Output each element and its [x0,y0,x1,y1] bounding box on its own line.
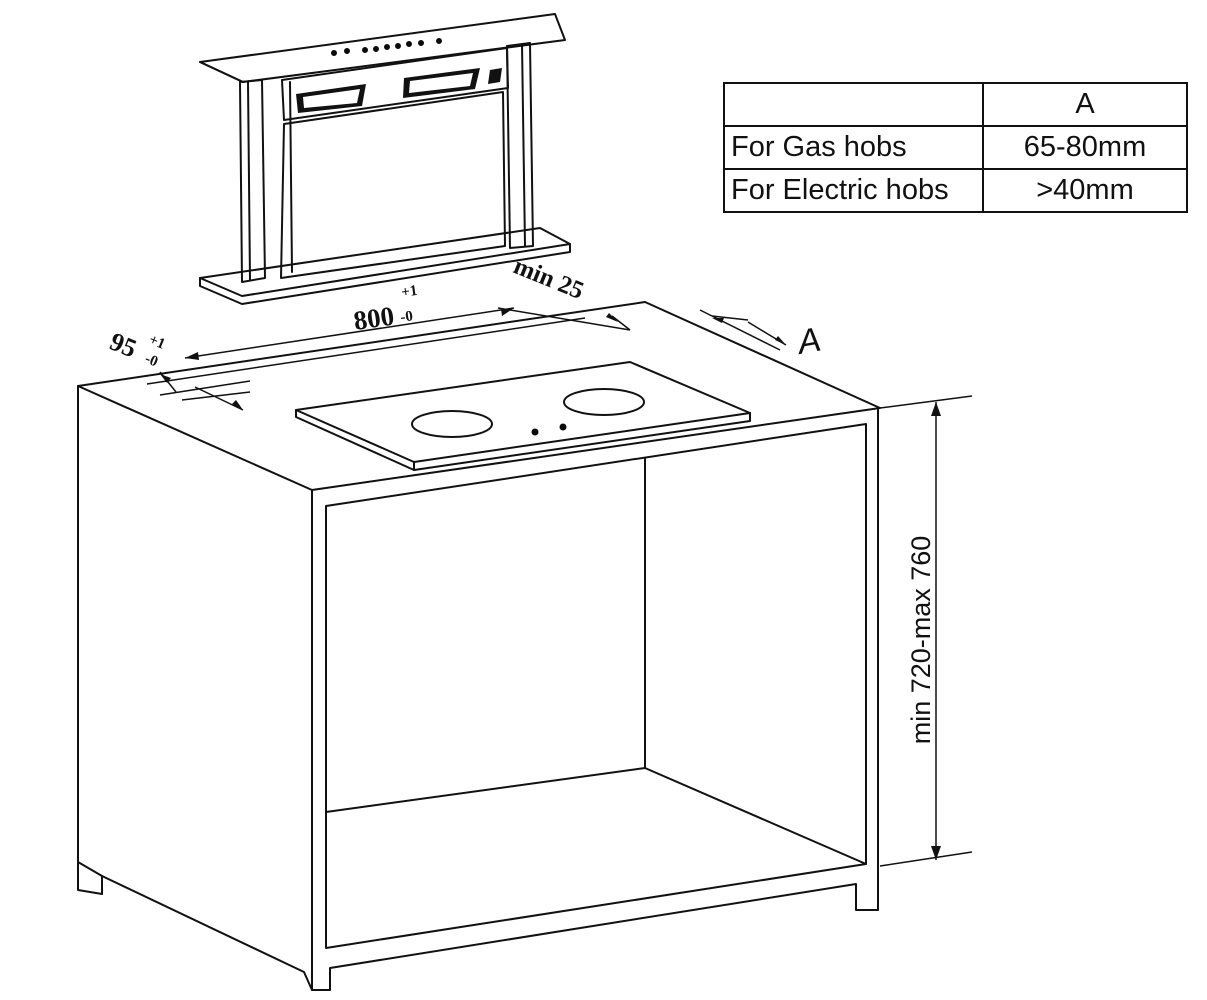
hob-cooking-zone-left [411,410,493,438]
depth-tolerance-minus: -0 [143,351,161,371]
hob-cooking-zone-right [563,388,645,416]
width-tolerance-minus: -0 [399,308,414,326]
table-header-cell-empty [723,82,984,127]
hood-control-buttons [331,38,442,56]
depth-dimension: 95 +1 -0 [106,327,251,411]
distance-a-label: A [793,321,824,363]
depth-value: 95 [106,327,141,364]
table-header-row: A [723,82,1188,127]
depth-tolerance-plus: +1 [147,332,168,353]
table-row: For Electric hobs >40mm [723,168,1188,213]
height-dimension: min 720-max 760 [879,395,973,867]
width-dimension: 800 +1 -0 [146,283,586,396]
table-cell-distance: 65-80mm [982,125,1188,170]
hood-air-vent [296,68,502,113]
height-value: min 720-max 760 [906,536,936,745]
kitchen-cabinet [77,301,881,991]
table-row: For Gas hobs 65-80mm [723,125,1188,170]
clearance-dimension: min 25 [497,253,631,331]
clearance-value: min 25 [510,253,588,305]
induction-hob [295,361,751,471]
distance-spec-table: A For Gas hobs 65-80mm For Electric hobs… [723,82,1188,213]
width-tolerance-plus: +1 [400,283,418,301]
table-cell-hob-type: For Electric hobs [723,168,984,213]
table-cell-hob-type: For Gas hobs [723,125,984,170]
width-value: 800 [352,301,396,336]
downdraft-hood [199,13,571,305]
table-header-cell-a: A [982,82,1188,127]
table-cell-distance: >40mm [982,168,1188,213]
